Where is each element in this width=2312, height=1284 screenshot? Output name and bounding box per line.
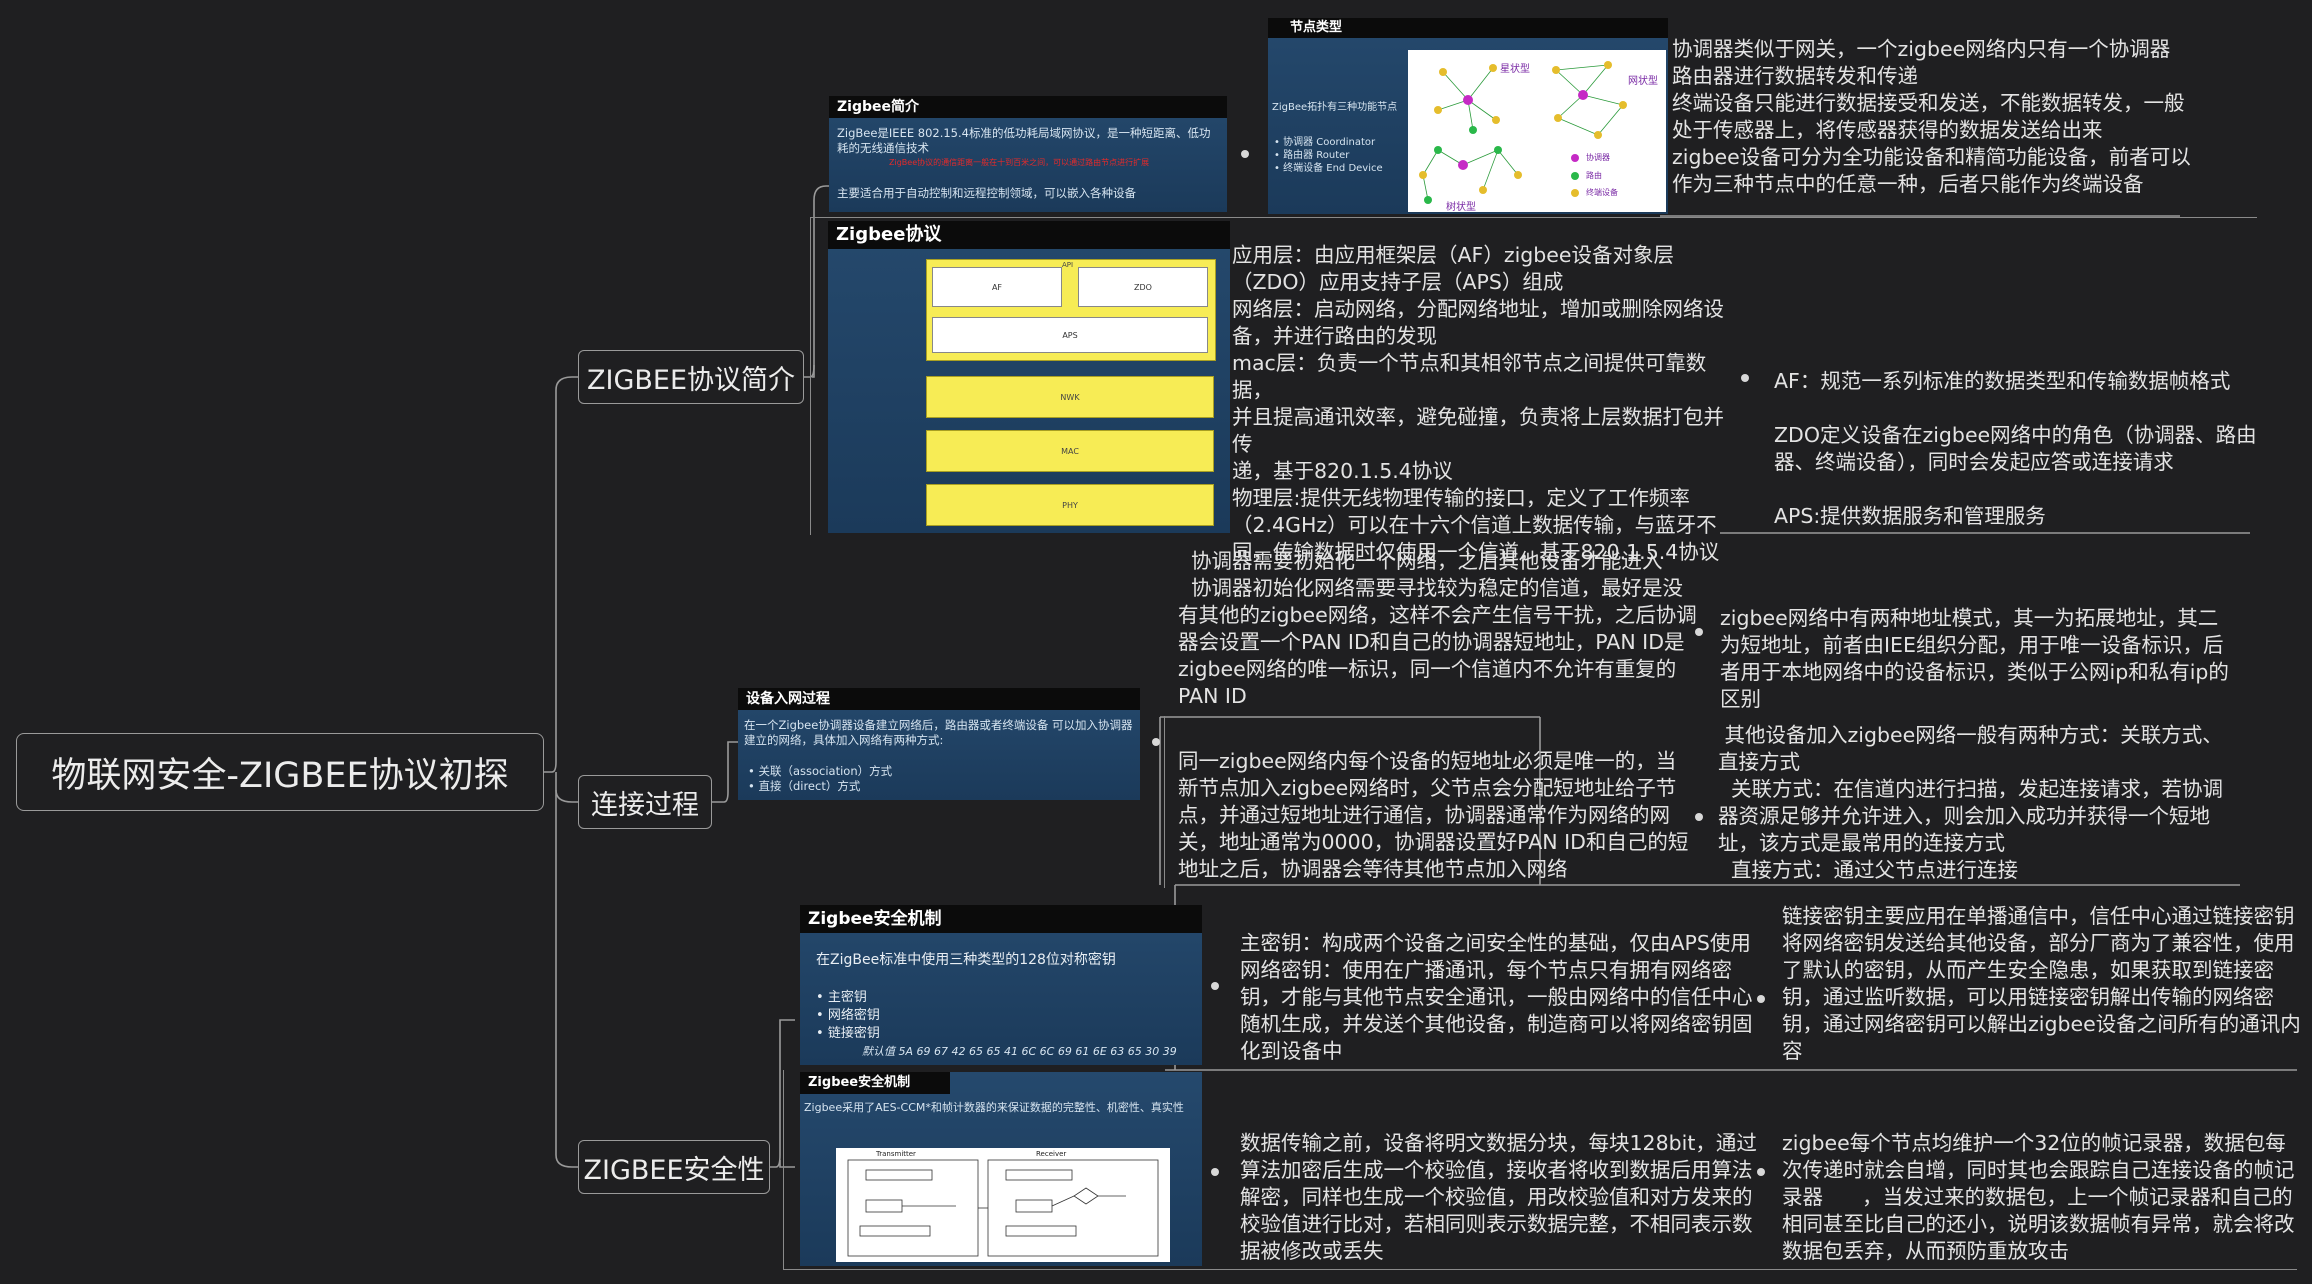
slide-node-types: 节点类型 ZigBee拓扑有三种功能节点 • 协调器 Coordinator •…: [1268, 18, 1668, 214]
slide-desc: 在一个Zigbee协调器设备建立网络后，路由器或者终端设备 可以加入协调器建立的…: [744, 718, 1133, 747]
slide-title: Zigbee安全机制: [800, 905, 1202, 933]
receiver-label: Receiver: [1036, 1150, 1067, 1158]
text-node-description: 协调器类似于网关，一个zigbee网络内只有一个协调器 路由器进行数据转发和传递…: [1672, 37, 2191, 196]
security-frame: [783, 1070, 2297, 1270]
branch-label: ZIGBEE安全性: [583, 1154, 765, 1186]
connector-dot: [1695, 628, 1703, 636]
slide-note: ZigBee协议的通信距离一般在十到百米之间，可以通过路由节点进行扩展: [889, 158, 1150, 167]
layer-aps: APS: [932, 317, 1208, 353]
topology-image: 星状型 网状型 树状型 协调器 路由 终端设备: [1408, 50, 1666, 213]
branch-connection-process[interactable]: 连接过程: [578, 775, 712, 829]
branch-security[interactable]: ZIGBEE安全性: [578, 1140, 770, 1194]
slide-title: Zigbee协议: [828, 221, 1230, 249]
topo-label-star: 星状型: [1500, 64, 1530, 75]
layer-phy: PHY: [926, 484, 1214, 526]
layer-mac: MAC: [926, 430, 1214, 472]
connector-dot: [1211, 982, 1219, 990]
layer-af: AF: [932, 267, 1062, 307]
slide-title: Zigbee简介: [829, 96, 1227, 118]
connector-dot: [1757, 1168, 1765, 1176]
connector-dot: [1241, 150, 1249, 158]
slide-desc: 在ZigBee标准中使用三种类型的128位对称密钥: [816, 952, 1116, 968]
ccm-flow-diagram: Transmitter Receiver: [836, 1148, 1170, 1262]
text-layer-description: 应用层：由应用框架层（AF）zigbee设备对象层 （ZDO）应用支持子层（AP…: [1232, 243, 1724, 564]
branch-protocol-intro[interactable]: ZIGBEE协议简介: [578, 350, 804, 404]
slide-security-keys: Zigbee安全机制 在ZigBee标准中使用三种类型的128位对称密钥 • 主…: [800, 905, 1202, 1065]
key-item: • 链接密钥: [816, 1026, 880, 1041]
node-item: • 终端设备 End Device: [1274, 163, 1383, 174]
topo-label-mesh: 网状型: [1628, 76, 1658, 87]
connector-dot: [1741, 374, 1749, 382]
topology-graph: [1419, 61, 1627, 204]
slide-title: 设备入网过程: [738, 688, 1140, 710]
key-item: • 主密钥: [816, 990, 867, 1005]
key-item: • 网络密钥: [816, 1008, 880, 1023]
legend-router: 路由: [1586, 171, 1602, 180]
text-address-modes: zigbee网络中有两种地址模式，其一为拓展地址，其二 为短地址，前者由IEE组…: [1720, 606, 2229, 711]
slide-desc: ZigBee是IEEE 802.15.4标准的低功耗局域网协议，是一种短距离、低…: [837, 126, 1211, 155]
slide-usage: 主要适合用于自动控制和远程控制领域，可以嵌入各种设备: [837, 186, 1136, 200]
layer-label-api: API: [1062, 261, 1074, 269]
layer-zdo: ZDO: [1078, 267, 1208, 307]
text-encryption: 数据传输之前，设备将明文数据分块，每块128bit，通过 算法加密后生成一个校验…: [1240, 1131, 1757, 1263]
connector-dot: [1211, 1168, 1219, 1176]
slide-join-process: 设备入网过程 在一个Zigbee协调器设备建立网络后，路由器或者终端设备 可以加…: [738, 688, 1140, 800]
ccm-flow-graphic: [847, 1159, 1159, 1257]
text-key-types: 主密钥：构成两个设备之间安全性的基础，仅由APS使用 网络密钥：使用在广播通讯，…: [1240, 931, 1753, 1063]
transmitter-label: Transmitter: [876, 1150, 916, 1158]
legend-coordinator: 协调器: [1586, 153, 1610, 162]
slide-title: Zigbee安全机制: [800, 1072, 950, 1094]
branch-label: ZIGBEE协议简介: [586, 364, 796, 396]
join-frame: [1164, 716, 2237, 888]
branch-label: 连接过程: [591, 789, 699, 821]
text-join-methods: 其他设备加入zigbee网络一般有两种方式：关联方式、 直接方式 关联方式：在信…: [1718, 723, 2224, 882]
layer-nwk: NWK: [926, 376, 1214, 418]
slide-security-ccm: Zigbee安全机制 Zigbee采用了AES-CCM*和帧计数器的来保证数据的…: [800, 1072, 1202, 1266]
slide-title: 节点类型: [1268, 18, 1668, 38]
text-app-sublayers: AF：规范一系列标准的数据类型和传输数据帧格式 ZDO定义设备在zigbee网络…: [1774, 369, 2257, 528]
connector-dot: [1757, 995, 1765, 1003]
slide-desc: Zigbee采用了AES-CCM*和帧计数器的来保证数据的完整性、机密性、真实性: [804, 1101, 1184, 1114]
join-method-item: • 关联（association）方式: [748, 764, 893, 778]
protocol-frame: [810, 217, 2257, 535]
connector-dot: [1152, 738, 1160, 746]
text-link-key: 链接密钥主要应用在单播通信中，信任中心通过链接密钥 将网络密钥发送给其他设备，部…: [1782, 904, 2301, 1063]
root-title: 物联网安全-ZIGBEE协议初探: [51, 755, 509, 796]
join-method-item: • 直接（direct）方式: [748, 779, 861, 793]
text-short-address: 同一zigbee网络内每个设备的短地址必须是唯一的，当 新节点加入zigbee网…: [1178, 749, 1689, 881]
default-key: 默认值 5A 69 67 42 65 65 41 6C 6C 69 61 6E …: [862, 1045, 1177, 1058]
text-coordinator-init: 协调器需要初始化一个网络，之后其他设备才能进入 协调器初始化网络需要寻找较为稳定…: [1178, 549, 1697, 708]
node-item: • 协调器 Coordinator: [1274, 137, 1376, 148]
slide-subtitle: ZigBee拓扑有三种功能节点: [1272, 102, 1398, 113]
node-item: • 路由器 Router: [1274, 150, 1350, 161]
slide-zigbee-intro: Zigbee简介 ZigBee是IEEE 802.15.4标准的低功耗局域网协议…: [829, 96, 1227, 212]
topo-label-tree: 树状型: [1446, 202, 1476, 213]
text-frame-counter: zigbee每个节点均维护一个32位的帧记录器，数据包每 次传递时就会自增，同时…: [1782, 1131, 2295, 1263]
connector-dot: [1695, 813, 1703, 821]
slide-zigbee-protocol: Zigbee协议 API AF ZDO APS NWK MAC PHY: [828, 221, 1230, 533]
root-topic[interactable]: 物联网安全-ZIGBEE协议初探: [16, 733, 544, 811]
legend-end-device: 终端设备: [1586, 188, 1618, 197]
